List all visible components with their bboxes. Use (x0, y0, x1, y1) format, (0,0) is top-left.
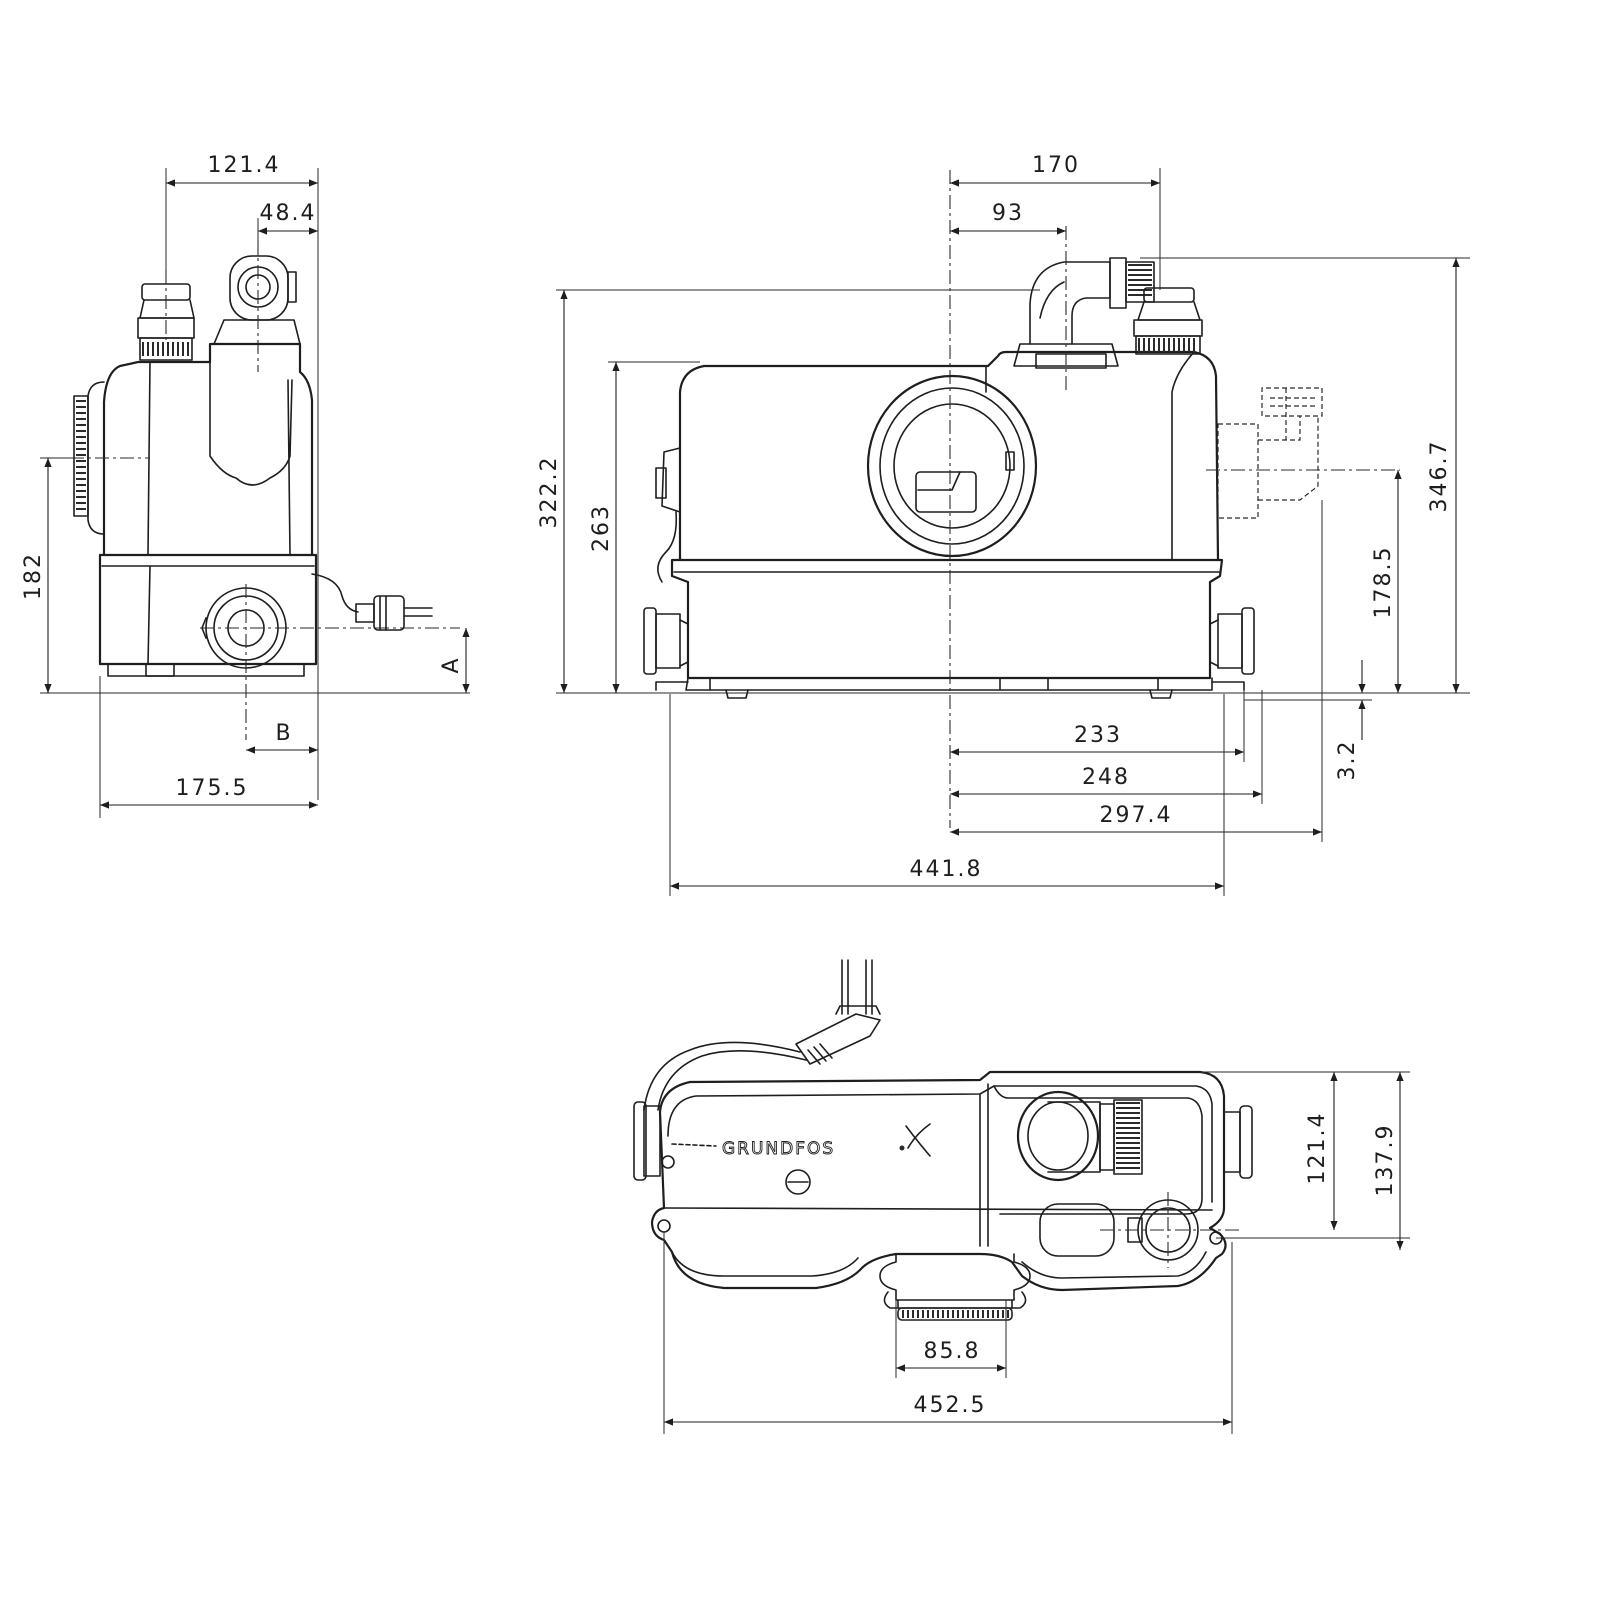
svg-text:GRUNDFOS: GRUNDFOS (722, 1139, 835, 1159)
dim-side-top-width: 121.4 (208, 153, 281, 178)
side-lower-housing (98, 553, 318, 666)
front-right-bottom-port (1209, 607, 1255, 675)
dim-side-label-a: A (439, 656, 464, 673)
top-view-dimensions: 121.4 137.9 85.8 452.5 (663, 1071, 1410, 1434)
front-motor-cover (866, 374, 1038, 558)
front-left-bottom-port (643, 607, 689, 675)
dim-top-depth-outlet: 121.4 (1305, 1112, 1330, 1185)
top-left-inlet (633, 1101, 661, 1181)
dim-front-height-left: 322.2 (537, 456, 562, 529)
top-outlet-elbow (1016, 1090, 1143, 1182)
side-upper-housing (102, 342, 314, 555)
front-view (643, 170, 1400, 828)
dim-side-label-b: B (275, 721, 292, 746)
side-view (70, 240, 460, 740)
top-right-inlet (1223, 1105, 1253, 1179)
dim-front-inlet-height: 178.5 (1371, 546, 1396, 619)
dim-front-axis-to-outlet: 93 (992, 201, 1024, 226)
dim-top-overall-width: 452.5 (914, 1393, 987, 1418)
side-power-cable (311, 573, 359, 613)
dim-top-inlet-diameter: 85.8 (924, 1339, 981, 1364)
side-outlet-elbow (213, 255, 301, 345)
front-view-dimensions: 170 93 322.2 263 346.7 178.5 3.2 233 248… (537, 153, 1470, 896)
dim-front-axis-233: 233 (1074, 723, 1122, 748)
top-bellows-inlet (879, 1253, 1031, 1321)
dim-front-axis-248: 248 (1082, 765, 1130, 790)
dim-front-foot-height: 3.2 (1335, 740, 1360, 781)
dim-front-body-height: 263 (589, 504, 614, 552)
front-upper-housing (678, 350, 1220, 561)
front-top-connector (1133, 287, 1203, 355)
top-power-plug (795, 959, 881, 1065)
top-housing-outline (650, 1070, 1227, 1292)
front-lower-housing (670, 558, 1224, 680)
dim-front-total-height: 346.7 (1427, 440, 1452, 513)
front-outlet-elbow (1013, 257, 1155, 369)
dim-side-outlet-offset: 48.4 (260, 201, 317, 226)
dim-side-base-width: 175.5 (176, 776, 249, 801)
front-side-inlet-dashed (1217, 387, 1323, 519)
side-view-dimensions: 121.4 48.4 182 A B 175.5 (21, 153, 470, 818)
side-power-plug (355, 595, 433, 631)
dim-top-overall-depth: 137.9 (1373, 1124, 1398, 1197)
top-power-cable (643, 1041, 801, 1111)
top-view: GRUNDFOS (633, 959, 1253, 1321)
front-switch-box (655, 447, 681, 583)
dim-front-overall-width: 441.8 (910, 857, 983, 882)
dim-front-axis-297: 297.4 (1100, 803, 1173, 828)
dim-front-axis-to-side: 170 (1032, 153, 1080, 178)
top-brand-logo: GRUNDFOS (671, 1123, 931, 1159)
dim-side-inlet-height: 182 (21, 552, 46, 600)
